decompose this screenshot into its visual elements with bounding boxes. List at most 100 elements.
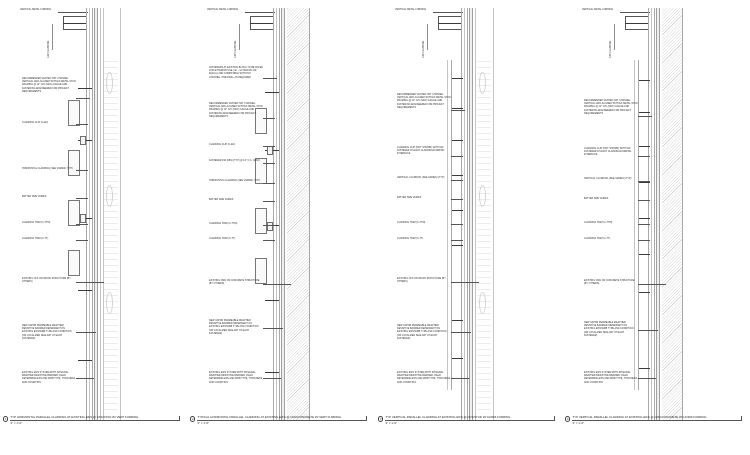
leader-line <box>263 201 275 202</box>
leader-line <box>451 180 463 181</box>
fastener <box>265 92 279 93</box>
furring-fastener <box>638 80 650 81</box>
detail-scale: 3" = 1'-0" <box>572 421 585 426</box>
leader-line <box>638 116 652 117</box>
leader-line <box>58 11 88 13</box>
note-cladding-clip: CLADDING CLIP (C-EC) <box>209 144 236 146</box>
detail-title: TYP VERTICAL PARALLEL CLADDING AT EXISTI… <box>385 415 511 420</box>
stud-knockout <box>106 292 113 314</box>
note-existing-eifs: EXISTING EIFS SYSTEM WITH INTEGRAL WEATH… <box>22 372 76 384</box>
leader-line <box>263 378 281 379</box>
note-vertical-metal-furring: VERTICAL METAL FURRING <box>395 9 427 11</box>
leader-line <box>638 378 656 379</box>
note-vertical-metal-furring: VERTICAL METAL FURRING <box>207 9 239 11</box>
leader-line <box>263 118 275 119</box>
note-fastener-spec: FASTENER #10 (MIN) (TYP) @ 12" O.C. (MAX… <box>209 160 260 162</box>
note-existing-eifs: EXISTING EIFS SYSTEM WITH INTEGRAL WEATH… <box>397 372 451 384</box>
furring-fastener <box>451 245 463 246</box>
stud-knockout <box>479 72 486 94</box>
detail-title: TYPICAL HORIZONTAL PARALLEL CLADDING AT … <box>197 415 341 420</box>
furring-fastener <box>638 218 650 219</box>
furring-fastener <box>451 175 463 176</box>
flashing-leg <box>614 24 615 50</box>
note-existing-structure: EXISTING CMU OR CONCRETE STRUCTURE (BY O… <box>584 280 635 286</box>
leader-line <box>451 282 479 283</box>
cladding-board <box>68 200 80 226</box>
cladding-clip <box>267 222 273 231</box>
note-vertical-metal-furring: VERTICAL METAL FURRING <box>582 9 614 11</box>
title-rule <box>196 420 367 422</box>
leader-line <box>263 183 275 184</box>
fastener <box>78 88 92 89</box>
flashing-leg <box>52 24 53 50</box>
leader-line <box>638 156 650 157</box>
note-new-wrb: NEW VAPOR PERMEABLE WEATHER RESISTIVE BA… <box>584 322 634 337</box>
detail-number-bubble[interactable]: 1 <box>3 416 9 422</box>
note-new-wrb: NEW VAPOR PERMEABLE WEATHER RESISTIVE BA… <box>397 325 447 340</box>
cladding-clip <box>80 214 86 223</box>
furring-fastener <box>451 140 463 141</box>
note-batten-size: BATTEN SIZE VARIES <box>209 199 234 201</box>
note-new-wrb: NEW VAPOR PERMEABLE WEATHER RESISTIVE BA… <box>209 320 259 335</box>
leader-line <box>263 146 275 147</box>
eifs-band <box>469 8 473 420</box>
note-vertical-metal-furring: VERTICAL METAL FURRING <box>20 9 52 11</box>
fastener <box>78 360 92 361</box>
leader-line <box>263 225 275 226</box>
title-rule <box>571 420 742 422</box>
detail-number-bubble[interactable]: 2 <box>190 416 196 422</box>
note-cladding-clip: CLADDING CLIP (NOT SHOWN) WITH #10 FASTE… <box>397 147 445 156</box>
title-end-tick <box>741 416 743 421</box>
cladding-board <box>255 108 267 134</box>
leader-line <box>263 240 275 241</box>
leader-line <box>76 124 88 125</box>
leader-line <box>451 156 463 157</box>
note-cladding-trim-ttm: CLADDING TRIM (C-TTM) <box>22 222 51 224</box>
eifs-band <box>656 8 660 420</box>
leader-line <box>76 198 88 199</box>
note-horizontal-cladding: HORIZONTAL CLADDING (SEE VARIES) (TYP) <box>22 168 73 170</box>
furring-fastener <box>638 146 650 147</box>
note-hat-channel: RECOMMENDED VENTED HAT CHANNEL VERTICAL … <box>397 94 451 109</box>
stud-knockout <box>106 72 113 94</box>
leader-line <box>451 110 465 111</box>
cladding-board <box>68 100 80 126</box>
title-end-tick <box>366 416 368 421</box>
note-cladding-clip: CLADDING CLIP (NOT SHOWN) WITH #10 FASTE… <box>584 148 632 157</box>
note-cladding-trim-tt: CLADDING TRIM (C-TT) <box>209 238 236 240</box>
cladding-board <box>255 208 267 234</box>
detail-title: TYP HORIZONTAL PARALLEL CLADDING AT EXIS… <box>10 415 139 420</box>
leader-line <box>638 240 650 241</box>
detail-panel-4: VERTICAL METAL FURRING CAP FLASHING RECO… <box>562 0 749 455</box>
detail-number-bubble[interactable]: 4 <box>565 416 571 422</box>
note-cladding-clip: CLADDING CLIP (C-EC) <box>22 122 49 124</box>
leader-line <box>638 284 666 285</box>
detail-title: TYP VERTICAL PARALLEL CLADDING AT EXISTI… <box>572 415 707 420</box>
eifs-band <box>94 8 98 420</box>
detail-scale: 3" = 1'-0" <box>385 421 398 426</box>
detail-scale: 3" = 1'-0" <box>10 421 23 426</box>
note-existing-structure: EXISTING CFS OR WOOD STRUCTURE (BY OTHER… <box>397 278 446 284</box>
note-new-wrb: NEW VAPOR PERMEABLE WEATHER RESISTIVE BA… <box>22 325 72 340</box>
cladding-board <box>68 250 80 276</box>
note-cladding-trim-ttm: CLADDING TRIM (C-TTM) <box>209 223 238 225</box>
cladding-board <box>255 258 267 284</box>
detail-scale: 3" = 1'-0" <box>197 421 210 426</box>
leader-line <box>638 330 658 331</box>
furring-fastener <box>638 254 650 255</box>
detail-number-bubble[interactable]: 3 <box>378 416 384 422</box>
leader-line <box>620 11 650 13</box>
leader-line <box>76 332 96 333</box>
flashing-leg <box>239 24 240 50</box>
note-cladding-trim-ttm: CLADDING TRIM (C-TTM) <box>397 222 426 224</box>
leader-line <box>638 181 650 182</box>
note-block-fasteners: FASTENERS AT EXISTING BLOCK TO BE RATED … <box>209 67 263 79</box>
fastener <box>78 290 92 291</box>
cladding-clip <box>267 146 273 155</box>
note-cladding-trim-tt: CLADDING TRIM (C-TT) <box>584 238 611 240</box>
leader-line <box>263 328 283 329</box>
note-hat-channel: RECOMMENDED VENTED HAT CHANNEL VERTICAL … <box>584 100 638 115</box>
furring-fastener <box>638 368 650 369</box>
leader-line <box>263 78 277 79</box>
leader-line <box>263 163 275 164</box>
